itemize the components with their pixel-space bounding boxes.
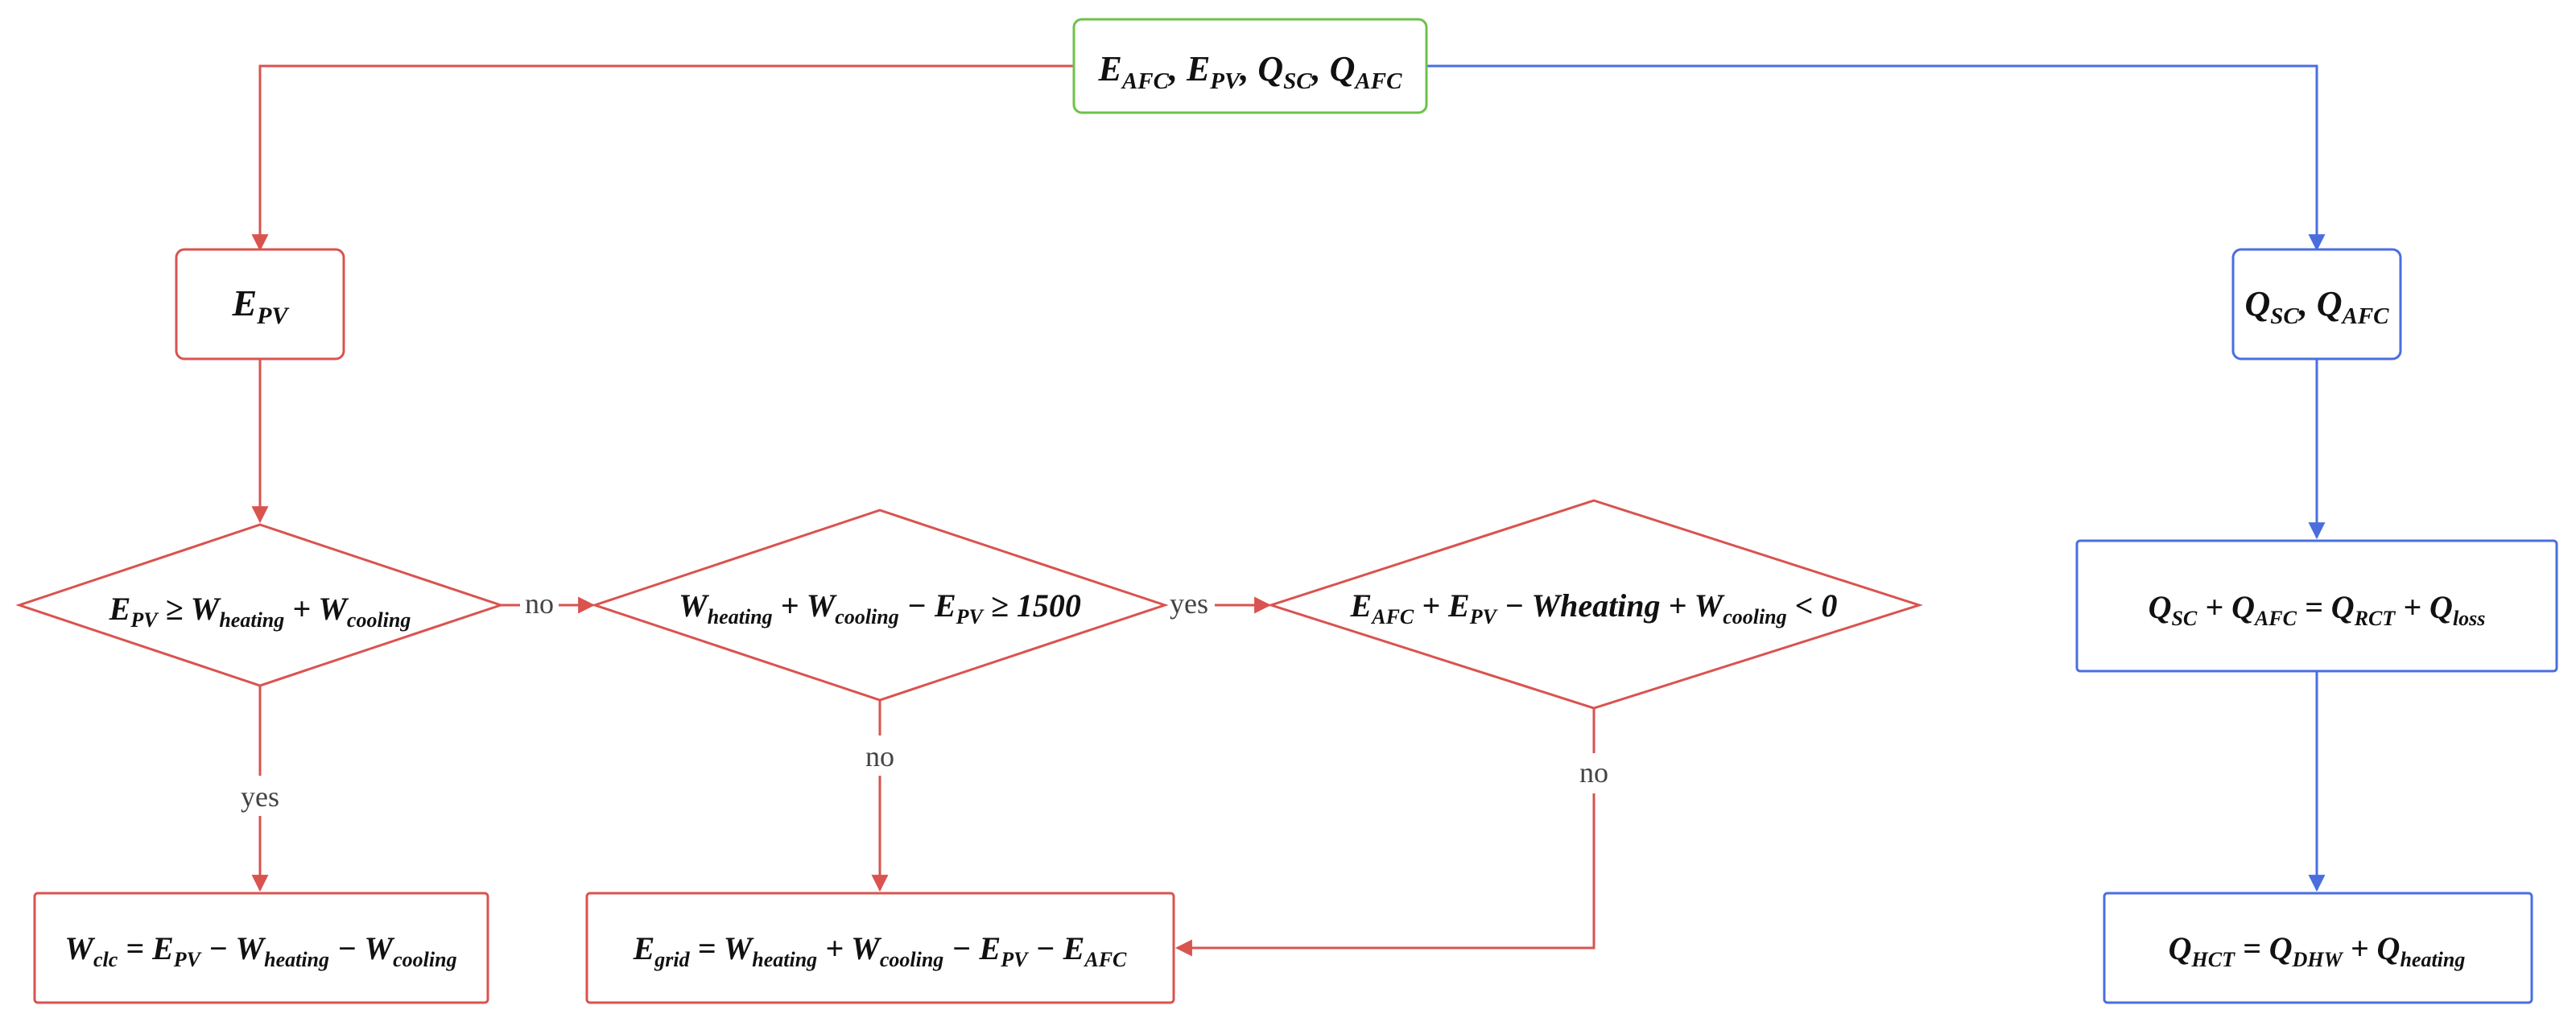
decision-1-shape (15, 523, 505, 687)
edges (251, 64, 2326, 957)
edge-decision-3-no (1174, 708, 1596, 957)
node-egrid: Egrid = Wheating + Wcooling − EPV − EAFC (633, 930, 1127, 971)
node-wclc-box (33, 892, 489, 1004)
node-qbalance: QSC + QAFC = QRCT + Qloss (2149, 589, 2486, 630)
node-qsc-qafc: QSC, QAFC (2244, 284, 2389, 329)
node-wclc: Wclc = EPV − Wheating − Wcooling (64, 930, 456, 971)
node-qhct-box (2103, 892, 2533, 1004)
edge-label-d3-no: no (1579, 756, 1608, 789)
edge-labels: no yes yes no no (235, 586, 1616, 816)
decision-1: EPV ≥ Wheating + Wcooling (109, 591, 411, 632)
node-qbalance-box (2075, 539, 2558, 673)
edge-inputs-to-epv (251, 64, 1074, 252)
edge-inputs-to-qsc (1426, 64, 2326, 252)
decision-3: EAFC + EPV − Wheating + Wcooling < 0 (1350, 587, 1838, 628)
decision-2: Wheating + Wcooling − EPV ≥ 1500 (679, 587, 1081, 628)
edge-label-d2-no: no (865, 740, 894, 772)
edge-label-d2-yes: yes (1170, 587, 1208, 620)
node-egrid-box (585, 892, 1175, 1004)
node-qsc-qafc-box (2231, 248, 2402, 360)
decision-2-shape (591, 509, 1169, 702)
edge-label-d1-no: no (525, 587, 554, 620)
edge-label-d1-yes: yes (241, 781, 279, 813)
node-inputs: EAFC, EPV, QSC, QAFC (1098, 49, 1403, 94)
node-inputs-box (1072, 18, 1428, 114)
node-qhct: QHCT = QDHW + Qheating (2169, 930, 2466, 971)
nodes: EAFC, EPV, QSC, QAFC EPV QSC, QAFC EPV ≥… (15, 18, 2558, 1004)
node-epv: EPV (231, 282, 290, 329)
decision-3-shape (1267, 499, 1923, 710)
node-epv-box (175, 248, 345, 360)
